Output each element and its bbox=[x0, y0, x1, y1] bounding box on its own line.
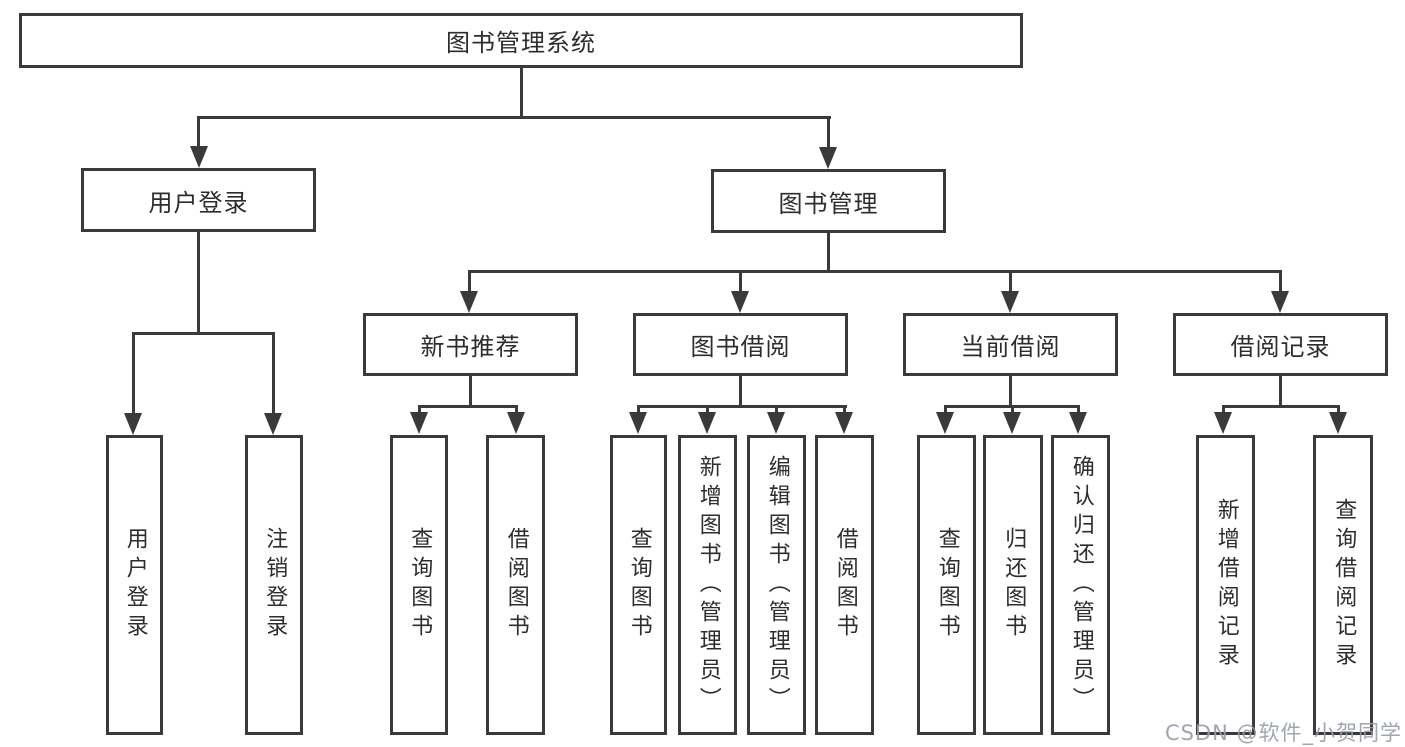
connector bbox=[418, 405, 421, 415]
leaf-return-books: 归还图书 bbox=[983, 435, 1043, 735]
arrowhead-down-icon bbox=[936, 412, 954, 434]
arrowhead-down-icon bbox=[410, 412, 428, 434]
arrowhead-down-icon bbox=[731, 291, 749, 313]
connector bbox=[418, 405, 518, 408]
arrowhead-down-icon bbox=[1271, 291, 1289, 313]
arrowhead-down-icon bbox=[1001, 291, 1019, 313]
leaf-query-borrow-record: 查询借阅记录 bbox=[1313, 435, 1373, 735]
arrowhead-down-icon bbox=[190, 146, 208, 168]
connector bbox=[515, 405, 518, 415]
connector bbox=[1009, 376, 1012, 408]
connector bbox=[827, 233, 830, 273]
leaf-borrow-books-recommend: 借阅图书 bbox=[486, 435, 545, 735]
connector bbox=[739, 376, 742, 408]
arrowhead-down-icon bbox=[698, 412, 716, 434]
leaf-edit-books-admin: 编辑图书（管理员） bbox=[747, 435, 806, 735]
arrowhead-down-icon bbox=[767, 412, 785, 434]
connector bbox=[520, 68, 523, 119]
connector bbox=[468, 270, 471, 293]
leaf-user-login: 用户登录 bbox=[106, 435, 163, 735]
connector bbox=[1337, 405, 1340, 415]
connector bbox=[1222, 405, 1340, 408]
node-new-book-recommend: 新书推荐 bbox=[363, 313, 578, 376]
connector bbox=[132, 332, 274, 335]
connector bbox=[1279, 270, 1282, 293]
arrowhead-down-icon bbox=[1003, 412, 1021, 434]
arrowhead-down-icon bbox=[1069, 412, 1087, 434]
connector bbox=[827, 119, 830, 148]
node-borrowing-records: 借阅记录 bbox=[1173, 313, 1388, 376]
leaf-query-books-borrowing: 查询图书 bbox=[610, 435, 667, 735]
arrowhead-down-icon bbox=[460, 291, 478, 313]
leaf-add-borrow-record: 新增借阅记录 bbox=[1196, 435, 1255, 735]
leaf-logout: 注销登录 bbox=[245, 435, 303, 735]
connector bbox=[944, 405, 947, 415]
arrowhead-down-icon bbox=[507, 412, 525, 434]
connector bbox=[132, 332, 135, 413]
leaf-confirm-return-admin: 确认归还（管理员） bbox=[1051, 435, 1110, 735]
arrowhead-down-icon bbox=[819, 147, 837, 169]
connector bbox=[1222, 405, 1225, 415]
arrowhead-down-icon bbox=[264, 413, 282, 435]
connector bbox=[1009, 270, 1012, 293]
node-book-management: 图书管理 bbox=[711, 169, 946, 233]
connector bbox=[637, 405, 847, 408]
connector bbox=[775, 405, 778, 415]
leaf-borrow-books: 借阅图书 bbox=[815, 435, 874, 735]
connector bbox=[706, 405, 709, 415]
leaf-query-books-current: 查询图书 bbox=[917, 435, 976, 735]
connector bbox=[637, 405, 640, 415]
arrowhead-down-icon bbox=[835, 412, 853, 434]
connector bbox=[197, 232, 200, 335]
connector bbox=[1011, 405, 1014, 415]
connector bbox=[469, 376, 472, 408]
node-user-login: 用户登录 bbox=[81, 168, 316, 232]
node-book-borrowing: 图书借阅 bbox=[633, 313, 848, 376]
connector bbox=[739, 270, 742, 293]
leaf-query-books-recommend: 查询图书 bbox=[390, 435, 448, 735]
arrowhead-down-icon bbox=[629, 412, 647, 434]
node-library-management-system: 图书管理系统 bbox=[19, 13, 1023, 68]
node-current-borrowing: 当前借阅 bbox=[903, 313, 1118, 376]
connector bbox=[272, 332, 275, 413]
arrowhead-down-icon bbox=[124, 413, 142, 435]
connector bbox=[1279, 376, 1282, 408]
connector bbox=[1077, 405, 1080, 415]
arrowhead-down-icon bbox=[1214, 412, 1232, 434]
leaf-add-books-admin: 新增图书（管理员） bbox=[678, 435, 737, 735]
connector bbox=[843, 405, 846, 415]
connector bbox=[197, 116, 831, 119]
connector bbox=[468, 270, 1282, 273]
connector bbox=[197, 119, 200, 148]
arrowhead-down-icon bbox=[1329, 412, 1347, 434]
csdn-watermark: CSDN @软件_小贺同学 bbox=[1164, 721, 1402, 745]
